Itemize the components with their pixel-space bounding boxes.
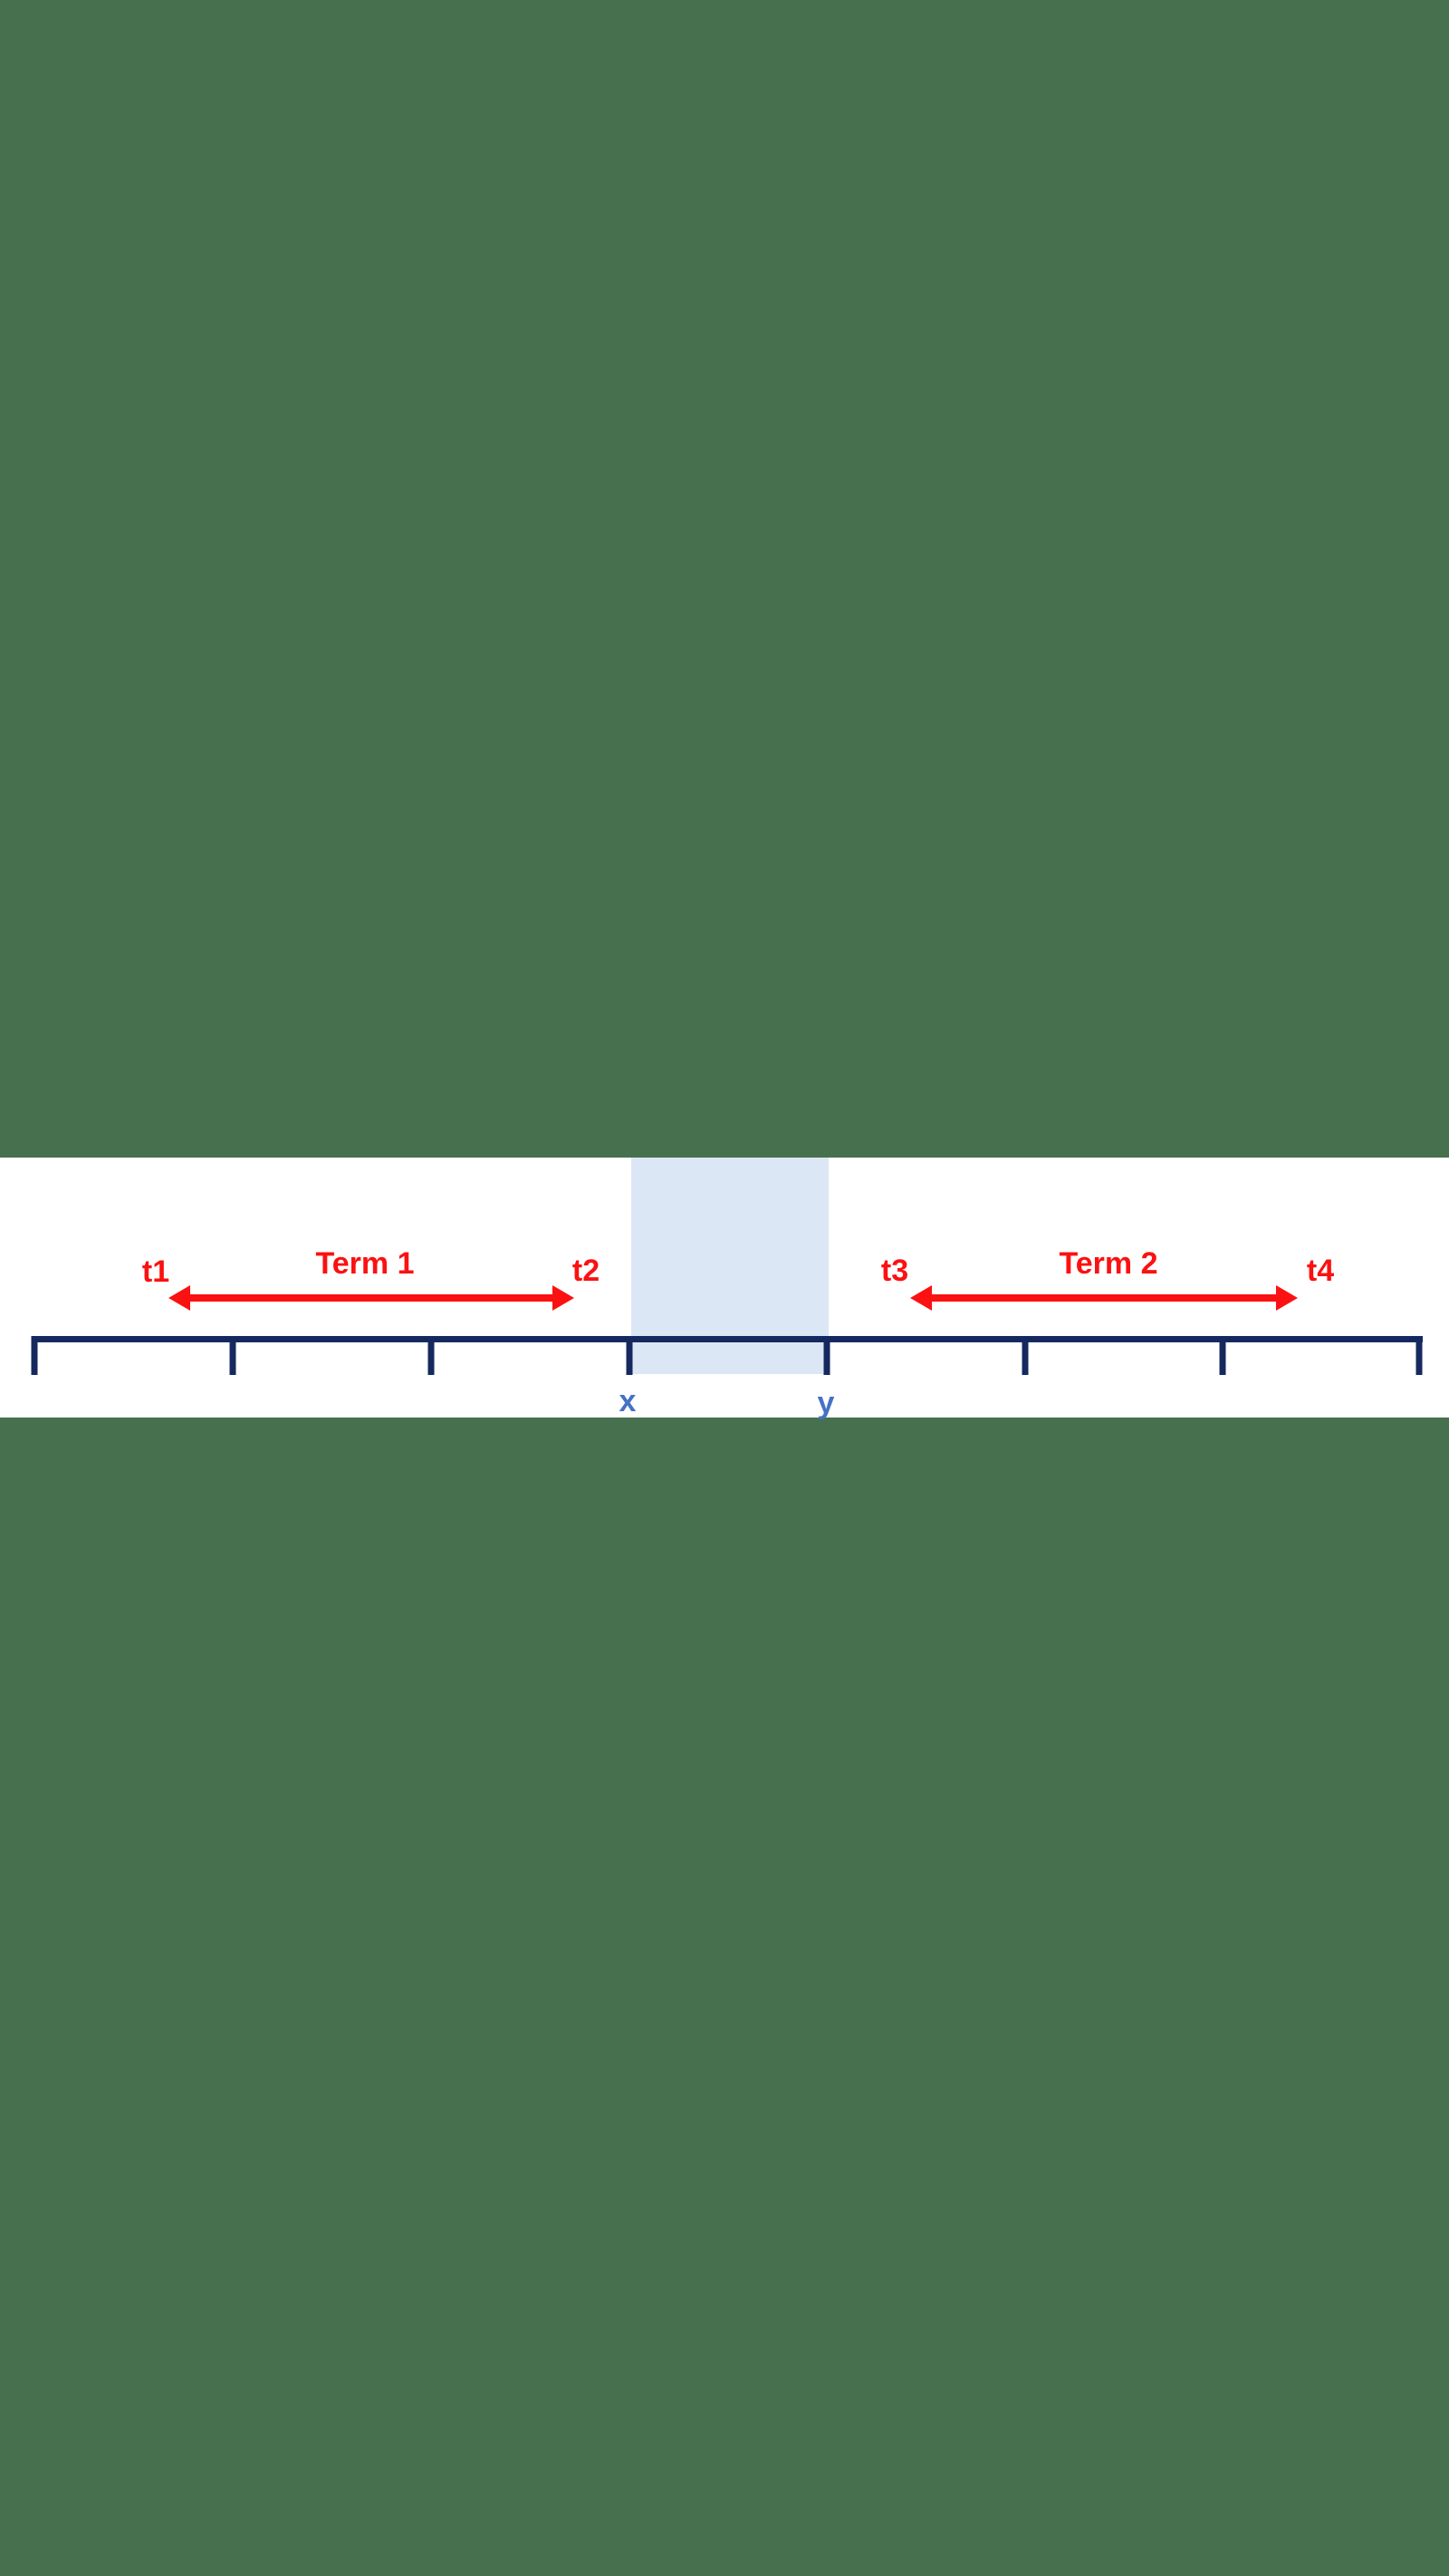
timeline-tick (229, 1336, 236, 1375)
span-label-term2: Term 2 (1059, 1246, 1158, 1281)
term2-arrow-shaft (926, 1294, 1281, 1302)
timeline-tick (823, 1336, 830, 1375)
boundary-label-x: x (619, 1384, 637, 1418)
marker-label-t1: t1 (141, 1254, 170, 1289)
timeline-tick (1219, 1336, 1226, 1375)
boundary-label-y: y (817, 1386, 835, 1420)
timeline-tick (1022, 1336, 1029, 1375)
term2-double-arrow (910, 1285, 1298, 1311)
term1-arrow-shaft (185, 1294, 558, 1302)
timeline-tick (427, 1336, 435, 1375)
span-label-term1: Term 1 (315, 1246, 415, 1281)
term1-double-arrow (168, 1285, 574, 1311)
timeline-ticks (0, 1158, 1449, 1418)
timeline-tick (31, 1336, 38, 1375)
timeline-axis (32, 1336, 1423, 1342)
timeline-tick (1415, 1336, 1423, 1375)
marker-label-t2: t2 (571, 1254, 600, 1288)
timeline-tick (626, 1336, 633, 1375)
marker-label-t4: t4 (1306, 1254, 1335, 1288)
marker-label-t3: t3 (880, 1254, 909, 1288)
timeline-band: t1 Term 1 t2 t3 Term 2 t4 x y (0, 1158, 1449, 1418)
